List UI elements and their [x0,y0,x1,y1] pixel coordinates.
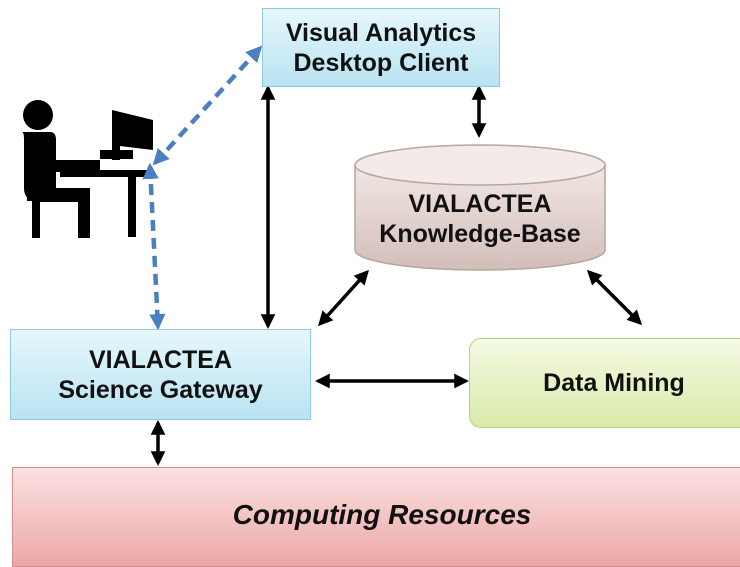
user-desktop-dashed-arrow [152,45,263,166]
kb-mining-arrow [586,269,643,326]
science-gateway-line1: VIALACTEA [88,345,233,374]
desktop-client-box: Visual Analytics Desktop Client [262,8,500,87]
user-computer-icon [22,100,153,238]
computing-resources-box: Computing Resources [12,467,740,567]
desktop-client-line1: Visual Analytics [285,18,477,47]
science-gateway-line2: Science Gateway [58,375,263,404]
science-gateway-box: VIALACTEA Science Gateway [10,329,311,420]
knowledge-base-label: VIALACTEA Knowledge-Base [355,183,605,255]
knowledge-base-cylinder [354,144,606,271]
knowledge-base-line2: Knowledge-Base [379,220,581,248]
data-mining-box: Data Mining [469,338,740,428]
desktop-client-line2: Desktop Client [293,48,469,77]
gateway-kb-arrow [318,269,369,327]
knowledge-base-line1: VIALACTEA [408,190,552,218]
computing-resources-label: Computing Resources [232,499,532,530]
user-gateway-dashed-arrow [142,162,166,331]
data-mining-label: Data Mining [543,369,685,397]
